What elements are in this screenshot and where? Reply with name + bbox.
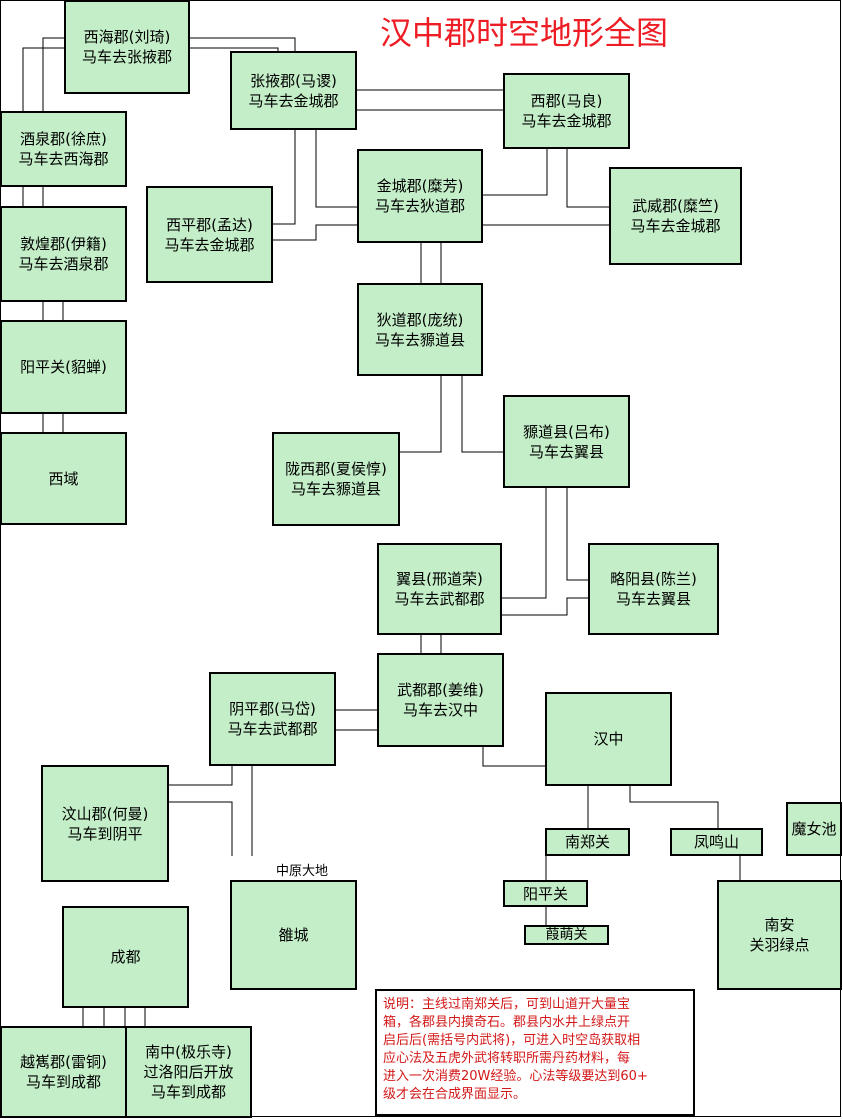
note-line: 进入一次消费20W经验。心法等级要达到60+ bbox=[383, 1069, 648, 1084]
node-yangpingguan[interactable]: 阳平关 bbox=[503, 880, 588, 907]
node-hanzhong[interactable]: 汉中 bbox=[545, 692, 672, 786]
node-didao-route: 马车去豲道县 bbox=[374, 330, 465, 349]
node-nanan-name: 南安 bbox=[764, 916, 795, 934]
node-chengdu[interactable]: 成都 bbox=[62, 906, 189, 1008]
node-wuwei-name: 武威郡(糜竺) bbox=[632, 197, 719, 215]
node-zhangye-route: 马车去金城郡 bbox=[248, 91, 339, 110]
node-nanan-route: 关羽绿点 bbox=[749, 936, 810, 954]
node-xiyu[interactable]: 西域 bbox=[0, 432, 127, 525]
node-zhangye[interactable]: 张掖郡(马谡) 马车去金城郡 bbox=[230, 51, 357, 130]
node-wudu[interactable]: 武都郡(姜维) 马车去汉中 bbox=[377, 653, 504, 747]
node-jincheng[interactable]: 金城郡(糜芳) 马车去狄道郡 bbox=[357, 149, 483, 243]
node-dunhuang-name: 敦煌郡(伊籍) bbox=[20, 235, 107, 253]
map-title: 汉中郡时空地形全图 bbox=[380, 14, 669, 52]
node-xiping-name: 西平郡(孟达) bbox=[166, 215, 253, 234]
note-line: 箱，各郡县内摸奇石。郡县内水井上绿点开 bbox=[383, 1015, 631, 1030]
node-jiuquan[interactable]: 酒泉郡(徐庶) 马车去西海郡 bbox=[0, 111, 127, 187]
node-wenshan-route: 马车到阴平 bbox=[67, 824, 143, 843]
node-jiuquan-name: 酒泉郡(徐庶) bbox=[20, 130, 107, 148]
explanation-note: 说明：主线过南郑关后，可到山道开大量宝 箱，各郡县内摸奇石。郡县内水井上绿点开 … bbox=[375, 989, 695, 1116]
node-jiamengguan[interactable]: 葭萌关 bbox=[524, 925, 609, 945]
node-nanzhengguan-name: 南郑关 bbox=[564, 833, 610, 851]
node-jiuquan-route: 马车去西海郡 bbox=[18, 150, 109, 168]
node-yinping-name: 阴平郡(马岱) bbox=[229, 700, 316, 718]
node-didao-name: 狄道郡(庞统) bbox=[376, 310, 464, 329]
node-xihai-name: 西海郡(刘琦) bbox=[83, 28, 171, 46]
label-zhongyuan: 中原大地 bbox=[276, 864, 329, 879]
node-huandao[interactable]: 豲道县(吕布) 马车去翼县 bbox=[503, 395, 630, 488]
node-xiping-route: 马车去金城郡 bbox=[164, 235, 255, 254]
node-yangpingguan-top[interactable]: 阳平关(貂蝉) bbox=[0, 320, 127, 414]
node-chengdu-name: 成都 bbox=[110, 948, 141, 966]
node-xijun[interactable]: 西郡(马良) 马车去金城郡 bbox=[503, 73, 630, 149]
node-huandao-route: 马车去翼县 bbox=[528, 442, 604, 461]
note-line: 启后后(需括号内武将)，可进入时空岛获取相 bbox=[383, 1033, 641, 1048]
node-nanzhong-name: 南中(极乐寺) bbox=[145, 1043, 232, 1061]
node-longxi[interactable]: 陇西郡(夏侯惇) 马车去豲道县 bbox=[272, 432, 400, 526]
note-line: 说明：主线过南郑关后，可到山道开大量宝 bbox=[383, 997, 631, 1012]
node-luocheng-name: 雒城 bbox=[278, 926, 309, 944]
node-yuexi-route: 马车到成都 bbox=[25, 1073, 101, 1091]
node-lueyang-name: 略阳县(陈兰) bbox=[610, 570, 697, 588]
node-longxi-route: 马车去豲道县 bbox=[290, 480, 381, 498]
node-yinping-route: 马车去武都郡 bbox=[227, 720, 318, 738]
node-nanzhong-route2: 马车到成都 bbox=[150, 1083, 226, 1101]
node-dunhuang-route: 马车去酒泉郡 bbox=[18, 255, 109, 273]
node-yangpingguan-top-name: 阳平关(貂蝉) bbox=[20, 358, 107, 376]
node-hanzhong-name: 汉中 bbox=[593, 730, 624, 748]
node-yangpingguan-name: 阳平关 bbox=[522, 884, 568, 903]
node-xihai[interactable]: 西海郡(刘琦) 马车去张掖郡 bbox=[64, 0, 190, 94]
node-fengmingshan-name: 凤鸣山 bbox=[693, 833, 739, 851]
node-yinping[interactable]: 阴平郡(马岱) 马车去武都郡 bbox=[209, 672, 336, 766]
node-wuwei-route: 马车去金城郡 bbox=[630, 217, 721, 235]
node-xijun-route: 马车去金城郡 bbox=[521, 112, 612, 130]
node-wudu-route: 马车去汉中 bbox=[402, 701, 478, 719]
node-nanan[interactable]: 南安 关羽绿点 bbox=[717, 880, 842, 990]
node-yixian[interactable]: 翼县(邢道荣) 马车去武都郡 bbox=[377, 543, 502, 635]
node-jincheng-route: 马车去狄道郡 bbox=[374, 197, 465, 215]
node-wenshan[interactable]: 汶山郡(何曼) 马车到阴平 bbox=[41, 765, 169, 882]
note-line: 应心法及五虎外武将转职所需丹药材料，每 bbox=[383, 1051, 631, 1066]
node-monvchi-name: 魔女池 bbox=[791, 820, 837, 838]
node-didao[interactable]: 狄道郡(庞统) 马车去豲道县 bbox=[357, 283, 483, 376]
node-xijun-name: 西郡(马良) bbox=[530, 92, 603, 110]
node-nanzhong-route: 过洛阳后开放 bbox=[143, 1063, 234, 1081]
node-dunhuang[interactable]: 敦煌郡(伊籍) 马车去酒泉郡 bbox=[0, 206, 127, 302]
node-lueyang[interactable]: 略阳县(陈兰) 马车去翼县 bbox=[588, 543, 719, 635]
node-xihai-route: 马车去张掖郡 bbox=[81, 48, 172, 66]
node-monvchi[interactable]: 魔女池 bbox=[786, 802, 842, 856]
node-yixian-route: 马车去武都郡 bbox=[394, 590, 485, 608]
node-yuexi[interactable]: 越嶲郡(雷铜) 马车到成都 bbox=[0, 1026, 127, 1118]
node-zhangye-name: 张掖郡(马谡) bbox=[250, 71, 337, 90]
node-yixian-name: 翼县(邢道荣) bbox=[396, 570, 483, 588]
node-wenshan-name: 汶山郡(何曼) bbox=[61, 804, 149, 823]
node-nanzhong[interactable]: 南中(极乐寺) 过洛阳后开放 马车到成都 bbox=[125, 1026, 252, 1118]
node-luocheng[interactable]: 雒城 bbox=[230, 880, 357, 990]
node-fengmingshan[interactable]: 凤鸣山 bbox=[670, 828, 763, 856]
node-lueyang-route: 马车去翼县 bbox=[615, 590, 691, 608]
node-jiamengguan-name: 葭萌关 bbox=[545, 927, 588, 943]
node-wudu-name: 武都郡(姜维) bbox=[397, 681, 484, 699]
node-wuwei[interactable]: 武威郡(糜竺) 马车去金城郡 bbox=[609, 167, 742, 265]
node-longxi-name: 陇西郡(夏侯惇) bbox=[285, 460, 387, 478]
note-line: 级才会在合成界面显示。 bbox=[383, 1087, 527, 1102]
node-xiping[interactable]: 西平郡(孟达) 马车去金城郡 bbox=[146, 186, 273, 283]
node-jincheng-name: 金城郡(糜芳) bbox=[376, 177, 464, 195]
node-huandao-name: 豲道县(吕布) bbox=[523, 422, 610, 441]
node-nanzhengguan[interactable]: 南郑关 bbox=[545, 828, 630, 856]
node-yuexi-name: 越嶲郡(雷铜) bbox=[20, 1053, 107, 1071]
node-xiyu-name: 西域 bbox=[48, 469, 79, 488]
